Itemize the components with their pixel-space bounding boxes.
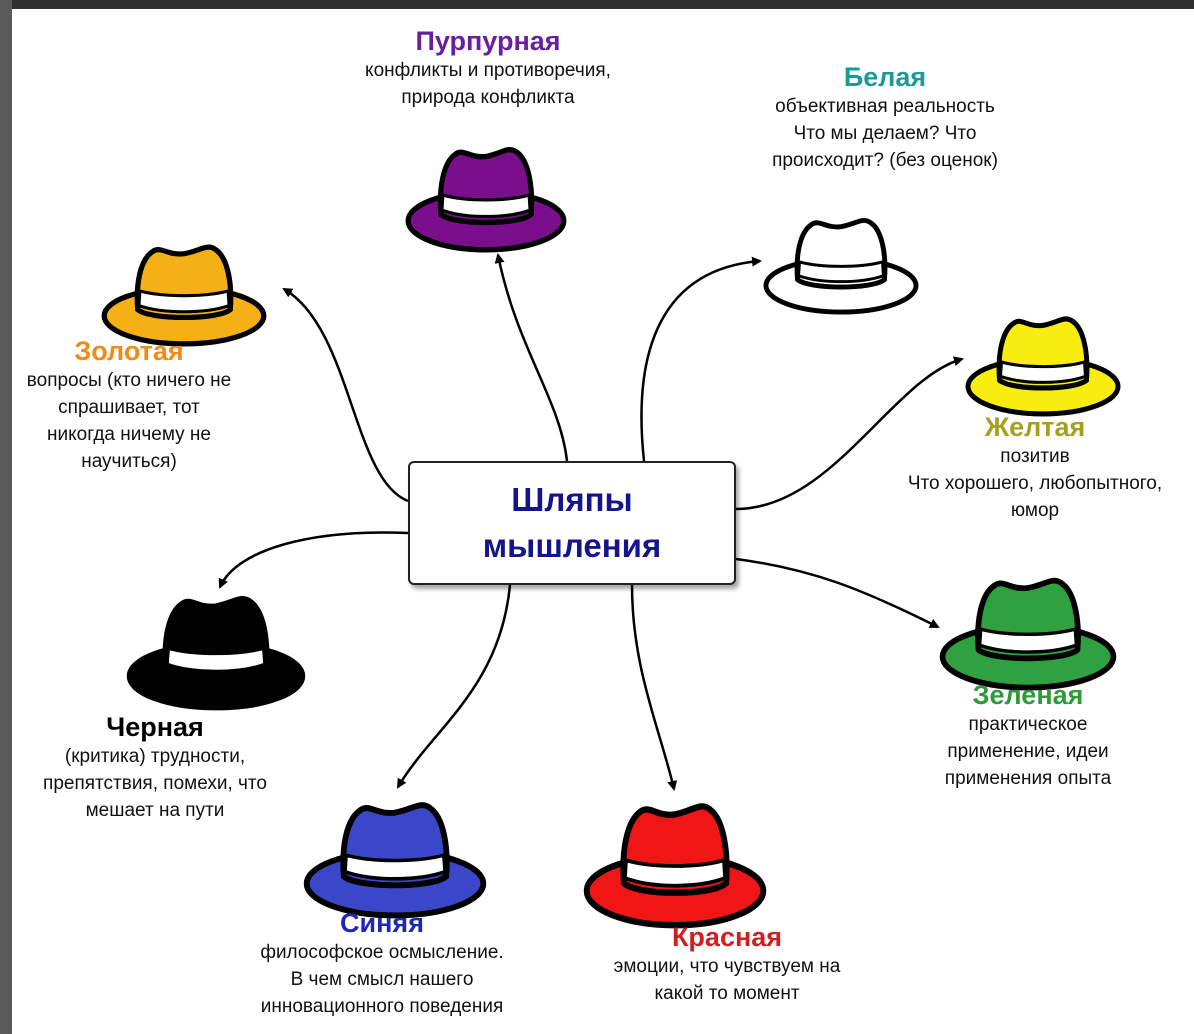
- red-hat-desc-1: эмоции, что чувствуем на: [613, 956, 841, 977]
- hat-yellow-icon: [964, 305, 1122, 417]
- purple-hat-title: Пурпурная: [415, 26, 561, 56]
- hat-blue-icon: [302, 789, 488, 919]
- yellow-hat-label: Желтая позитив Что хорошего, любопытного…: [878, 411, 1192, 524]
- green-hat-desc-2: применение, идеи: [947, 741, 1109, 762]
- purple-hat-label: Пурпурная конфликты и противоречия, прир…: [328, 25, 648, 111]
- red-hat-desc-2: какой то момент: [654, 983, 800, 1004]
- gold-hat-desc-1: вопросы (кто ничего не: [26, 370, 232, 391]
- connector-white: [640, 256, 762, 462]
- hat-white-icon: [762, 207, 920, 315]
- gold-hat-desc-2: спрашивает, тот: [58, 397, 200, 418]
- green-hat-label: Зеленая практическое применение, идеи пр…: [888, 679, 1168, 792]
- gold-hat-title: Золотая: [74, 336, 184, 366]
- white-hat-desc-3: происходит? (без оценок): [772, 150, 998, 171]
- purple-hat-desc-2: природа конфликта: [401, 87, 575, 108]
- hat-red-icon: [582, 789, 768, 929]
- gold-hat-desc-4: научиться): [81, 451, 177, 472]
- hat-green-icon: [938, 565, 1118, 691]
- connector-purple: [494, 253, 569, 462]
- gold-hat-label: Золотая вопросы (кто ничего не спрашивае…: [12, 335, 254, 475]
- blue-hat-label: Синяя философское осмысление. В чем смыс…: [224, 907, 540, 1020]
- central-title-line-1: Шляпы: [511, 481, 633, 518]
- black-hat-desc-2: препятствия, помехи, что: [43, 773, 267, 794]
- blue-hat-desc-1: философское осмысление.: [260, 942, 504, 963]
- hat-black-icon: [125, 583, 307, 711]
- connector-yellow: [735, 356, 964, 511]
- purple-hat-desc-1: конфликты и противоречия,: [365, 60, 611, 81]
- blue-hat-desc-2: В чем смысл нашего: [290, 969, 474, 990]
- blue-hat-desc-3: инновационного поведения: [260, 996, 504, 1017]
- hat-gold-icon: [100, 233, 268, 347]
- green-hat-title: Зеленая: [972, 680, 1084, 710]
- black-hat-label: Черная (критика) трудности, препятствия,…: [12, 711, 300, 824]
- connector-red: [630, 584, 678, 791]
- yellow-hat-desc-3: юмор: [1010, 500, 1060, 521]
- green-hat-desc-1: практическое: [968, 714, 1088, 735]
- black-hat-desc-1: (критика) трудности,: [64, 746, 246, 767]
- red-hat-title: Красная: [671, 922, 783, 952]
- connector-blue: [396, 584, 512, 789]
- connector-arrows: [218, 253, 964, 791]
- connector-gold: [282, 287, 409, 503]
- black-hat-desc-3: мешает на пути: [85, 800, 225, 821]
- yellow-hat-desc-2: Что хорошего, любопытного,: [907, 473, 1163, 494]
- connector-black: [218, 531, 409, 589]
- white-hat-desc-2: Что мы делаем? Что: [793, 123, 977, 144]
- connector-green: [735, 557, 940, 629]
- yellow-hat-title: Желтая: [984, 412, 1086, 442]
- central-title-line-2: мышления: [482, 527, 662, 564]
- diagram-canvas: Шляпы мышления Пурпурная конфликты и про…: [12, 9, 1194, 1034]
- hat-purple-icon: [404, 135, 568, 253]
- white-hat-title: Белая: [843, 62, 927, 92]
- red-hat-label: Красная эмоции, что чувствуем на какой т…: [582, 921, 872, 1007]
- gold-hat-desc-3: никогда ничему не: [47, 424, 211, 445]
- blue-hat-title: Синяя: [340, 908, 424, 938]
- yellow-hat-desc-1: позитив: [1000, 446, 1070, 467]
- slide-left-accent: [0, 0, 12, 1034]
- central-node: Шляпы мышления: [408, 461, 736, 585]
- white-hat-desc-1: объективная реальность: [775, 96, 995, 117]
- green-hat-desc-3: применения опыта: [944, 768, 1112, 789]
- black-hat-title: Черная: [106, 712, 204, 742]
- white-hat-label: Белая объективная реальность Что мы дела…: [730, 61, 1040, 174]
